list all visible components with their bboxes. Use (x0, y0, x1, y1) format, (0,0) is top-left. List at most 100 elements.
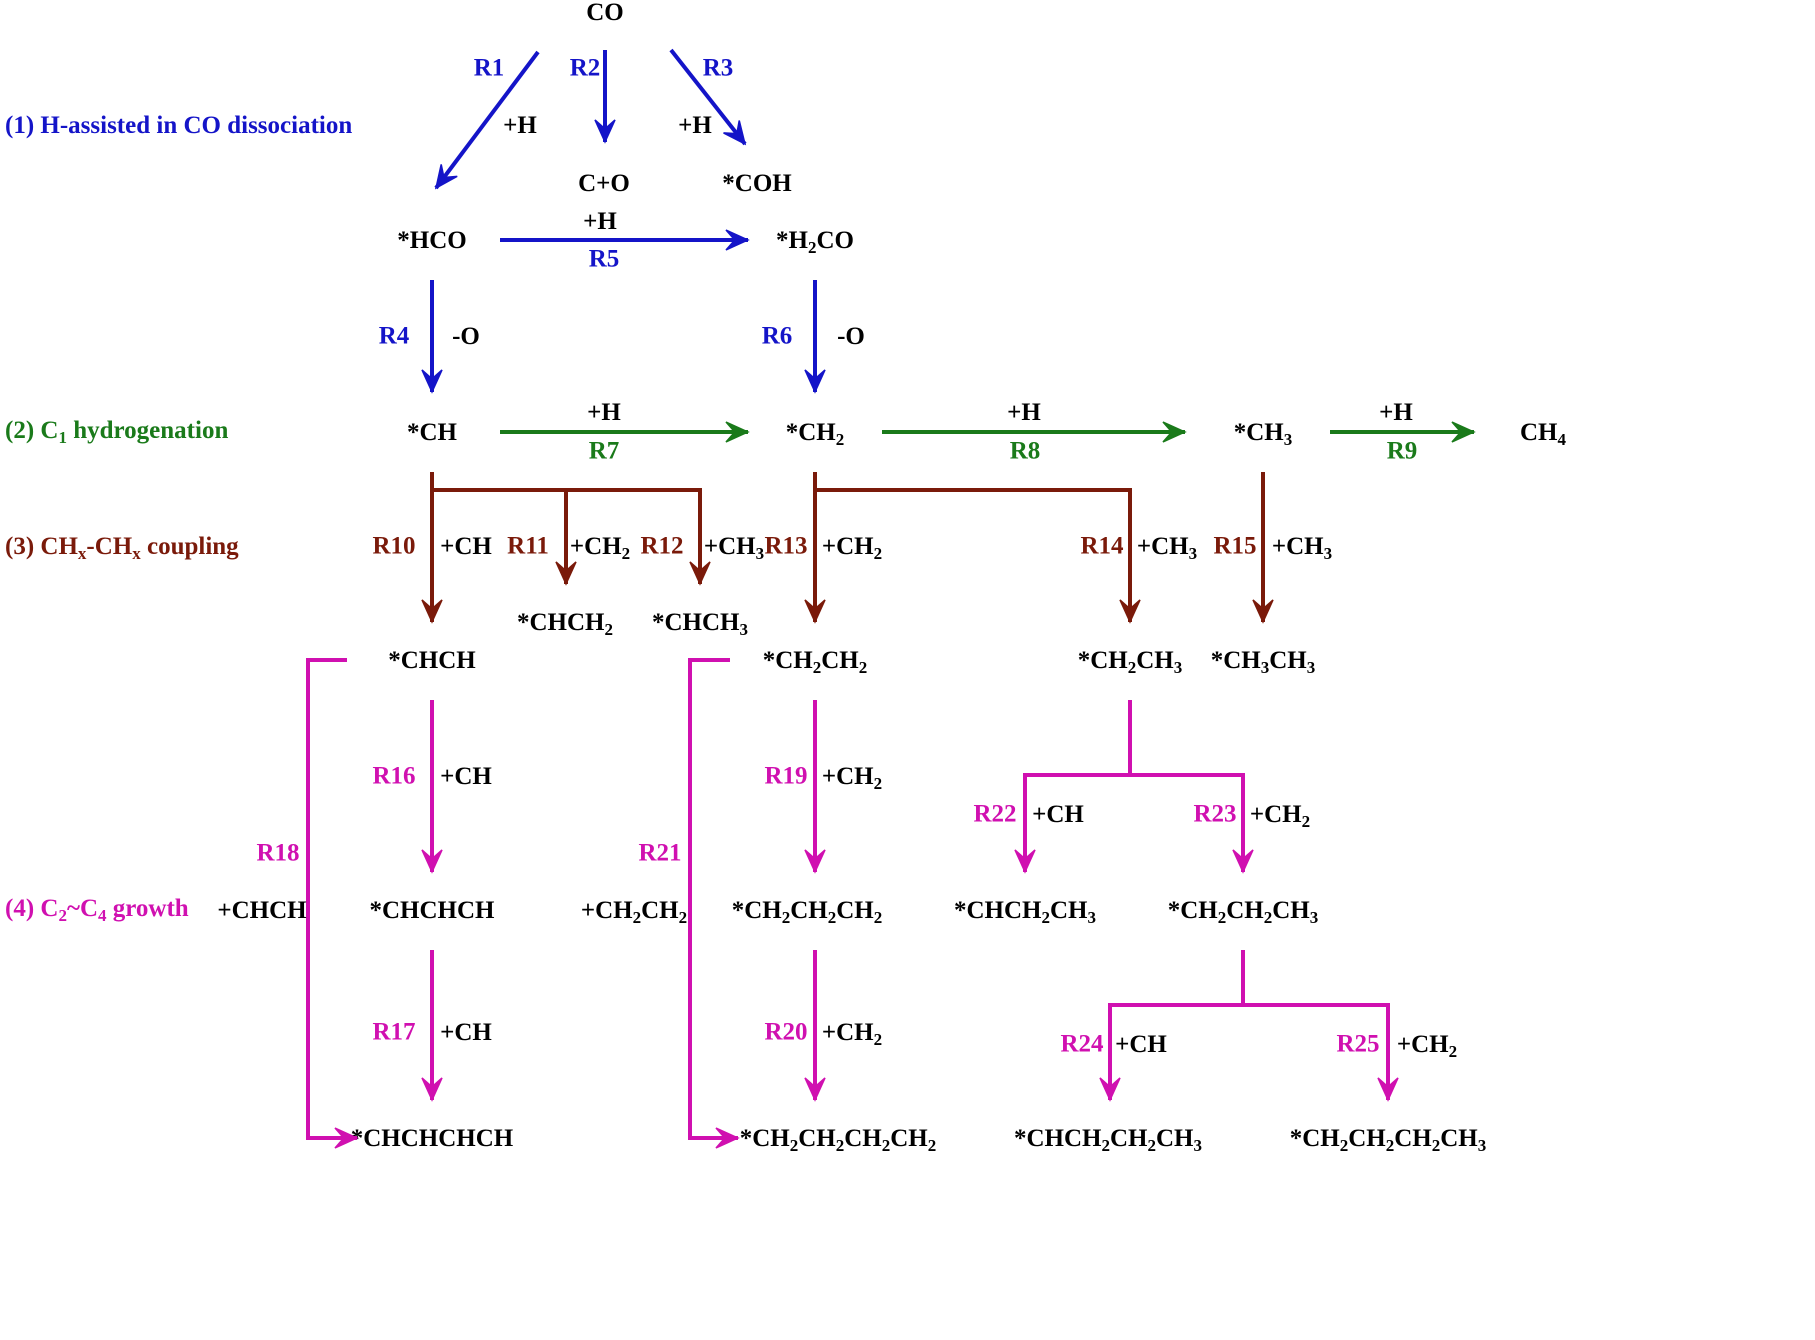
species-CH2CH3-part: 3 (1174, 658, 1183, 677)
reaction-label-r3: R3 (703, 55, 734, 82)
reagent-r12-part: +CH (704, 533, 756, 560)
reaction-label-r9: R9 (1387, 438, 1418, 465)
reaction-label-r18: R18 (256, 840, 299, 867)
reagent-r17-part: +CH (440, 1019, 492, 1046)
species-CH4-part: CH (1520, 419, 1558, 446)
species-CHCH2CH2CH3: *CHCH2CH2CH3 (1014, 1125, 1202, 1155)
arrow-r25-0-head (1377, 1077, 1399, 1102)
species-CHCH2CH3-part: 3 (1088, 908, 1097, 927)
reagent-r13: +CH2 (822, 533, 882, 563)
species-CH3CH3: *CH3CH3 (1211, 647, 1316, 677)
stage-label-s3-part: (3) CH (5, 533, 78, 560)
reagent-r15: +CH3 (1272, 533, 1332, 563)
reagent-r18: +CHCH (217, 897, 307, 924)
reagent-r21-part: 2 (633, 908, 642, 927)
species-CH3CH3-part: CH (1269, 647, 1307, 674)
species-CH2CH2CH2CH2-part: *CH (740, 1125, 791, 1152)
reagent-r15-part: +CH (1272, 533, 1324, 560)
species-CH2CH3-part: *CH (1078, 647, 1129, 674)
species-CO: CO (586, 0, 624, 26)
reaction-label-r15: R15 (1213, 533, 1256, 560)
reagent-r16: +CH (440, 763, 492, 790)
reagent-r9: +H (1379, 399, 1413, 426)
species-CH2CH2CH2-part: 2 (874, 908, 883, 927)
reagent-r11-part: +CH (570, 533, 622, 560)
species-CHCH3-part: *CHCH (652, 609, 740, 636)
arrow-r13-1-head (1119, 599, 1141, 624)
stage-label-s2: (2) C1 hydrogenation (5, 417, 228, 447)
reagent-r11-part: 2 (622, 544, 631, 563)
species-CH2CH2CH2CH3-part: 2 (1432, 1136, 1441, 1155)
reagent-r19-part: +CH (822, 763, 874, 790)
reagent-r6: -O (837, 323, 865, 350)
reaction-label-r11: R11 (507, 533, 549, 560)
reaction-label-r4: R4 (379, 323, 410, 350)
species-CHCH2CH2CH3-part: CH (1110, 1125, 1148, 1152)
species-H2CO-part: CO (816, 227, 854, 254)
stage-label-s4-part: 2 (58, 906, 67, 925)
species-CH2CH2CH3-part: CH (1272, 897, 1310, 924)
reaction-label-r20: R20 (764, 1019, 807, 1046)
reagent-r22: +CH (1032, 801, 1084, 828)
reagent-r21-part: CH (641, 897, 679, 924)
reagent-r8: +H (1007, 399, 1041, 426)
reagent-r10-part: +CH (440, 533, 492, 560)
arrow-r16-0-head (421, 849, 443, 874)
reagent-r23: +CH2 (1250, 801, 1310, 831)
species-CHCH2CH3: *CHCH2CH3 (954, 897, 1096, 927)
species-CH2CH2CH3-part: CH (1226, 897, 1264, 924)
species-CH3CH3-part: 3 (1261, 658, 1270, 677)
arrow-r18-0-head (334, 1127, 359, 1149)
stage-label-s4-part: growth (107, 895, 189, 922)
arrow-r6-0-head (804, 369, 826, 394)
species-CH2CH2: *CH2CH2 (763, 647, 868, 677)
reagent-r1: +H (503, 112, 537, 139)
arrow-r22-1 (1023, 773, 1130, 872)
reaction-label-r8: R8 (1010, 438, 1041, 465)
reagent-r12: +CH3 (704, 533, 764, 563)
reagent-r13-part: 2 (874, 544, 883, 563)
species-CHCH2-part: 2 (605, 620, 614, 639)
species-CH3-part: *CH (1234, 419, 1285, 446)
reagent-r19-part: 2 (874, 774, 883, 793)
reagent-r23-part: +CH (1250, 801, 1302, 828)
species-CH2: *CH2 (786, 419, 845, 449)
species-CH2CH2CH2CH2-part: CH (798, 1125, 836, 1152)
arrow-r15-0-head (1252, 599, 1274, 624)
arrow-r5-0-head (725, 229, 750, 251)
species-C_O-part: C+O (578, 170, 630, 197)
species-CH2CH3: *CH2CH3 (1078, 647, 1183, 677)
reaction-label-r17: R17 (372, 1019, 415, 1046)
arrow-r20-0-head (804, 1077, 826, 1102)
reagent-r25-part: +CH (1397, 1031, 1449, 1058)
reagent-r20-part: 2 (874, 1030, 883, 1049)
reagent-r24: +CH (1115, 1031, 1167, 1058)
arrow-r24-1-head (1099, 1077, 1121, 1102)
reagent-r17: +CH (440, 1019, 492, 1046)
stage-label-s3-part: x (132, 544, 141, 563)
species-CH2-part: *CH (786, 419, 837, 446)
stage-label-s4-part: (4) C (5, 895, 58, 922)
species-CH2CH3-part: 2 (1128, 658, 1137, 677)
species-CH4-part: 4 (1558, 430, 1567, 449)
species-CH2CH2CH2CH2-part: 2 (882, 1136, 891, 1155)
species-CH2-part: 2 (836, 430, 845, 449)
species-CHCHCH-part: *CHCHCH (370, 897, 496, 924)
arrow-r10-1 (432, 488, 702, 584)
reagent-r20-part: +CH (822, 1019, 874, 1046)
species-CH2CH2-part: 2 (813, 658, 822, 677)
species-CH2CH2CH2CH2-part: CH (844, 1125, 882, 1152)
reagent-r11: +CH2 (570, 533, 630, 563)
species-CHCH2CH3-part: *CHCH (954, 897, 1042, 924)
species-CH2CH2CH3-part: *CH (1168, 897, 1219, 924)
species-CH2CH3-part: CH (1136, 647, 1174, 674)
species-H2CO-part: 2 (808, 238, 817, 257)
arrow-r21-0 (688, 658, 738, 1140)
arrow-r8-0-head (1162, 421, 1187, 443)
species-CH2CH2CH2-part: *CH (732, 897, 783, 924)
species-HCO: *HCO (397, 227, 466, 254)
species-C_O: C+O (578, 170, 630, 197)
arrow-r13-0-head (804, 599, 826, 624)
arrow-r23-0 (1130, 773, 1245, 872)
